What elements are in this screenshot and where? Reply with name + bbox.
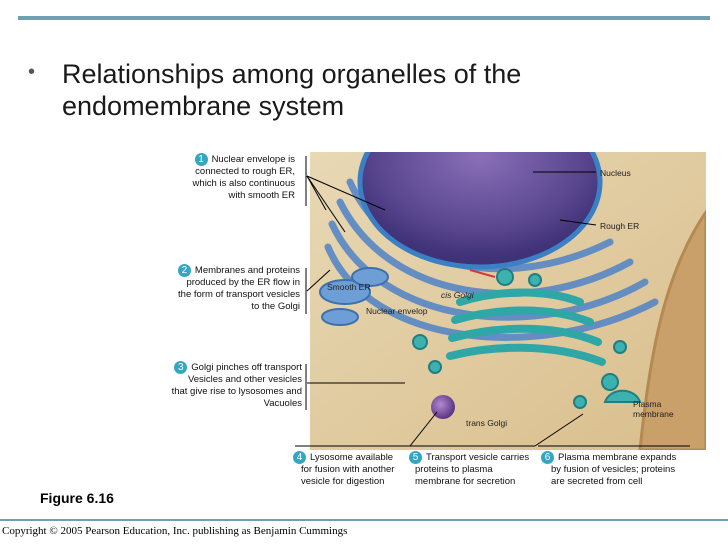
step-1-line-1: Nuclear envelope is (211, 154, 295, 166)
label-nuclear-envelope: Nuclear envelop (366, 306, 428, 316)
vesicles-shape (412, 268, 627, 409)
step-3-line-2: Vesicles and other vesicles (187, 374, 302, 386)
slide-title-line-2: endomembrane system (62, 91, 345, 121)
label-trans-golgi: trans Golgi (466, 418, 508, 428)
leader-line-step-2 (306, 269, 331, 292)
leader-line-step-1c (306, 175, 386, 211)
step-2-line-1: Membranes and proteins (194, 265, 300, 277)
step-1-line-3: which is also continuous (192, 178, 295, 190)
label-cis-golgi: cis Golgi (441, 290, 474, 300)
copyright-notice: Copyright © 2005 Pearson Education, Inc.… (2, 525, 348, 537)
step-5-caption: 5 Transport vesicle carries proteins to p… (409, 451, 537, 488)
step-3-number: 3 (174, 361, 188, 374)
step-6-caption: 6 Plasma membrane expands by fusion of ve… (541, 451, 701, 488)
step-5-line-3: membrane for secretion (415, 476, 516, 488)
step-2-line-2: produced by the ER flow in (186, 277, 300, 289)
plasma-membrane-shape (638, 209, 706, 450)
bottom-accent-bar (0, 519, 728, 521)
title-bullet: • (28, 61, 36, 83)
step-4-line-3: vesicle for digestion (301, 476, 385, 488)
step-6-line-3: are secreted from cell (551, 476, 643, 488)
step-2-line-3: the form of transport vesicles (178, 289, 300, 301)
step-3-line-4: Vacuoles (263, 398, 302, 410)
step-5-number: 5 (409, 451, 422, 464)
label-nucleus: Nucleus (600, 168, 631, 178)
step-2-line-4: to the Golgi (251, 301, 300, 313)
golgi-apparatus-shape (446, 288, 606, 366)
step-4-line-2: for fusion with another (301, 464, 395, 476)
leader-line-step-4 (409, 411, 438, 447)
step-2-number: 2 (177, 264, 191, 277)
label-plasma-membrane: Plasma membrane (633, 399, 674, 419)
step-4-line-1: Lysosome available (310, 452, 394, 464)
label-smooth-er: Smooth ER (327, 282, 371, 292)
step-1-line-4: with smooth ER (228, 190, 295, 202)
step-1-line-2: connected to rough ER, (195, 166, 295, 178)
step-4-number: 4 (293, 451, 306, 464)
leader-line-step-1a (306, 175, 346, 233)
step-6-number: 6 (541, 451, 554, 464)
leader-line-rough-er (559, 219, 597, 226)
slide-title: Relationships among organelles of the en… (62, 58, 702, 122)
label-plasma-membrane-line-1: Plasma (633, 399, 662, 409)
leader-line-step-5 (534, 413, 584, 447)
smooth-er-shape (319, 267, 389, 326)
secretion-vesicle-shape (603, 389, 642, 403)
step-3-line-1: Golgi pinches off transport (191, 362, 302, 374)
label-rough-er: Rough ER (600, 221, 640, 231)
slide-title-line-1: Relationships among organelles of the (62, 59, 522, 89)
figure-label: Figure 6.16 (40, 490, 114, 506)
nucleus-shape (357, 152, 603, 270)
step-3-line-3: that give rise to lysosomes and (171, 386, 302, 398)
step-5-line-2: proteins to plasma (415, 464, 493, 476)
step-4-caption: 4 Lysosome available for fusion with anot… (293, 451, 411, 488)
leader-line-step-1b (306, 175, 327, 211)
step-1-number: 1 (194, 153, 208, 166)
step-5-line-1: Transport vesicle carries (426, 452, 530, 464)
endomembrane-illustration (310, 152, 706, 450)
step-6-line-1: Plasma membrane expands (558, 452, 677, 464)
lysosome-shape (431, 395, 455, 419)
top-accent-bar (18, 16, 710, 20)
er-to-golgi-arrow (469, 269, 496, 278)
label-plasma-membrane-line-2: membrane (633, 409, 674, 419)
step-6-line-2: by fusion of vesicles; proteins (551, 464, 676, 476)
